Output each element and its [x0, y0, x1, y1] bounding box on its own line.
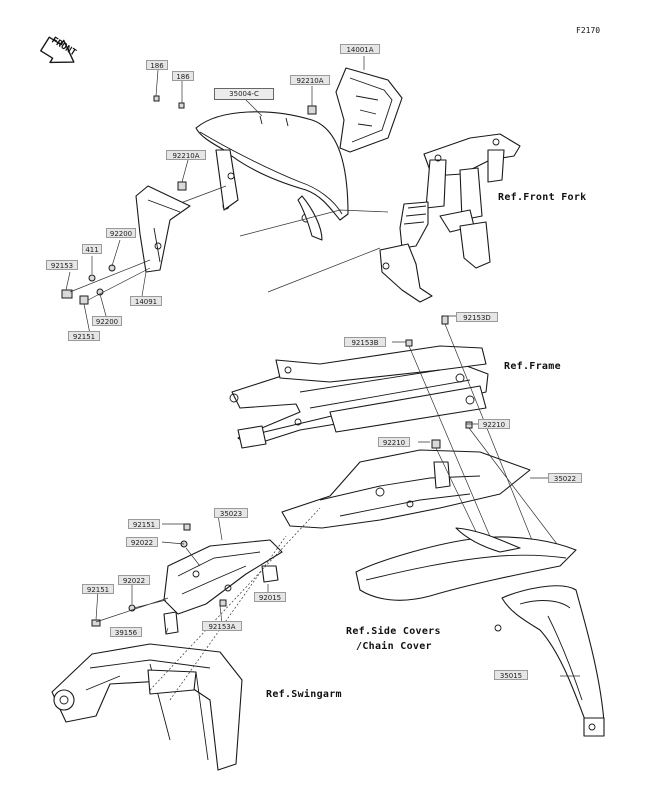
part-label-92151-b: 92151	[128, 519, 160, 529]
part-label-92153d: 92153D	[456, 312, 498, 322]
front-fender-drawing	[195, 111, 349, 241]
part-label-35023: 35023	[214, 508, 248, 518]
part-label-92153b: 92153B	[344, 337, 386, 347]
part-label-14001a: 14001A	[340, 44, 380, 54]
bolt-186-drawing	[153, 95, 185, 109]
part-label-186-b: 186	[172, 71, 194, 81]
part-label-92153: 92153	[46, 260, 78, 270]
ref-front-fork: Ref.Front Fork	[498, 192, 587, 203]
bolt-92151b-drawing	[183, 523, 191, 531]
front-arrow-icon	[40, 36, 75, 64]
flap-14001a-drawing	[335, 67, 403, 153]
swingarm-drawing	[51, 643, 243, 771]
rear-fender-35015-drawing	[494, 585, 605, 737]
part-label-92200-b: 92200	[92, 316, 122, 326]
part-label-92210-b: 92210	[478, 419, 510, 429]
part-label-92153a: 92153A	[202, 621, 242, 631]
part-label-92015: 92015	[254, 592, 286, 602]
part-label-92022-a: 92022	[126, 537, 158, 547]
rear-frame-drawing	[229, 345, 489, 449]
side-cover-drawing	[355, 527, 577, 601]
ref-swingarm: Ref.Swingarm	[266, 689, 342, 700]
ref-frame: Ref.Frame	[504, 361, 561, 372]
part-label-411: 411	[82, 244, 102, 254]
bracket-14091-drawing	[135, 181, 191, 273]
part-label-92210a-mid: 92210A	[166, 150, 206, 160]
part-label-92151-a: 92151	[68, 331, 100, 341]
part-label-92151-c: 92151	[82, 584, 114, 594]
part-label-35015: 35015	[494, 670, 528, 680]
part-label-92210-c: 92210	[378, 437, 410, 447]
bolt-92153a-drawing	[219, 599, 227, 607]
part-label-35022: 35022	[548, 473, 582, 483]
part-label-186-a: 186	[146, 60, 168, 70]
chain-cover-35023-drawing	[163, 539, 283, 635]
front-fork-drawing	[379, 133, 521, 303]
part-label-14091: 14091	[130, 296, 162, 306]
ref-side-covers: Ref.Side Covers	[346, 626, 441, 637]
bolt-92153b-drawing	[405, 339, 413, 347]
nut-92210a-drawing	[307, 105, 317, 115]
part-label-92210a-top: 92210A	[290, 75, 330, 85]
inner-fender-35022-drawing	[281, 449, 531, 529]
part-label-35004c: 35004-C	[214, 88, 274, 100]
part-label-39156: 39156	[110, 627, 142, 637]
ref-chain-cover: /Chain Cover	[356, 641, 432, 652]
part-label-92022-b: 92022	[118, 575, 150, 585]
figure-id: F2170	[576, 26, 601, 35]
part-label-92200-a: 92200	[106, 228, 136, 238]
nut-92210b-drawing	[431, 439, 441, 449]
nut-92210-drawing	[465, 421, 473, 429]
bolt-92153d-drawing	[441, 315, 449, 325]
